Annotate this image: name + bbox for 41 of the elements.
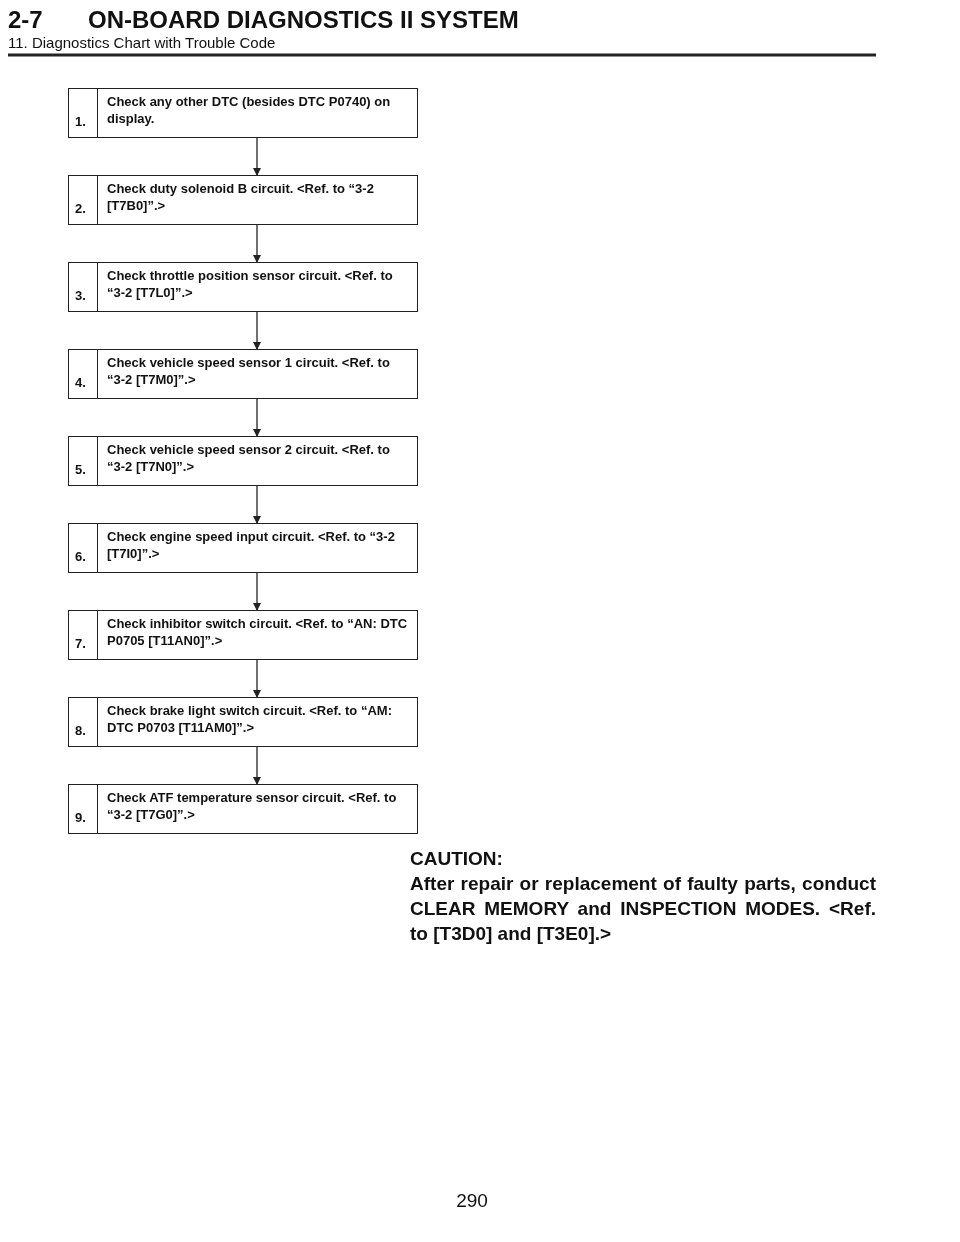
step-number: 6. xyxy=(75,549,86,564)
step-box xyxy=(68,697,418,747)
step-box xyxy=(68,262,418,312)
step-number: 3. xyxy=(75,288,86,303)
step-box xyxy=(68,610,418,660)
step-text: Check vehicle speed sensor 2 circuit. <Ref. to “3-2 [T7N0]”.> xyxy=(107,441,391,475)
step-box xyxy=(68,784,418,834)
step-box xyxy=(68,523,418,573)
arrow xyxy=(253,485,261,524)
step-text: Check duty solenoid B circuit. <Ref. to “3-2 [T7B0]”.> xyxy=(107,180,375,214)
caution-heading: CAUTION: xyxy=(410,847,504,871)
step-text: Check any other DTC (besides DTC P0740) on display. xyxy=(107,93,392,127)
step-text: Check engine speed input circuit. <Ref. to “3-2 [T7I0]”.> xyxy=(107,528,396,562)
arrow xyxy=(253,137,261,176)
step-number: 9. xyxy=(75,810,86,825)
arrow xyxy=(253,398,261,437)
arrow xyxy=(253,746,261,785)
step-number: 5. xyxy=(75,462,86,477)
arrow xyxy=(253,311,261,350)
step-number: 7. xyxy=(75,636,86,651)
page-title: ON-BOARD DIAGNOSTICS II SYSTEM xyxy=(88,6,519,34)
caution-text: After repair or replacement of faulty parts, conduct CLEAR MEMORY and INSPECTION MODES. <Ref. to [T3D0] and [T3E0].> xyxy=(410,872,876,946)
arrow xyxy=(253,224,261,263)
arrow xyxy=(253,659,261,698)
step-number: 2. xyxy=(75,201,86,216)
arrow xyxy=(253,572,261,611)
step-number: 8. xyxy=(75,723,86,738)
step-number: 1. xyxy=(75,114,86,129)
page-subtitle: 11. Diagnostics Chart with Trouble Code xyxy=(8,34,276,51)
step-number: 4. xyxy=(75,375,86,390)
step-box xyxy=(68,436,418,486)
step-text: Check throttle position sensor circuit. <Ref. to “3-2 [T7L0]”.> xyxy=(107,267,394,301)
step-text: Check inhibitor switch circuit. <Ref. to “AN: DTC P0705 [T11AN0]”.> xyxy=(107,615,409,649)
step-text: Check ATF temperature sensor circuit. <Ref. to “3-2 [T7G0]”.> xyxy=(107,789,398,823)
page-number: 290 xyxy=(455,1190,489,1212)
section-number: 2-7 xyxy=(8,6,43,34)
step-box xyxy=(68,175,418,225)
step-box xyxy=(68,88,418,138)
step-text: Check vehicle speed sensor 1 circuit. <Ref. to “3-2 [T7M0]”.> xyxy=(107,354,391,388)
step-text: Check brake light switch circuit. <Ref. to “AM: DTC P0703 [T11AM0]”.> xyxy=(107,702,393,736)
step-box xyxy=(68,349,418,399)
